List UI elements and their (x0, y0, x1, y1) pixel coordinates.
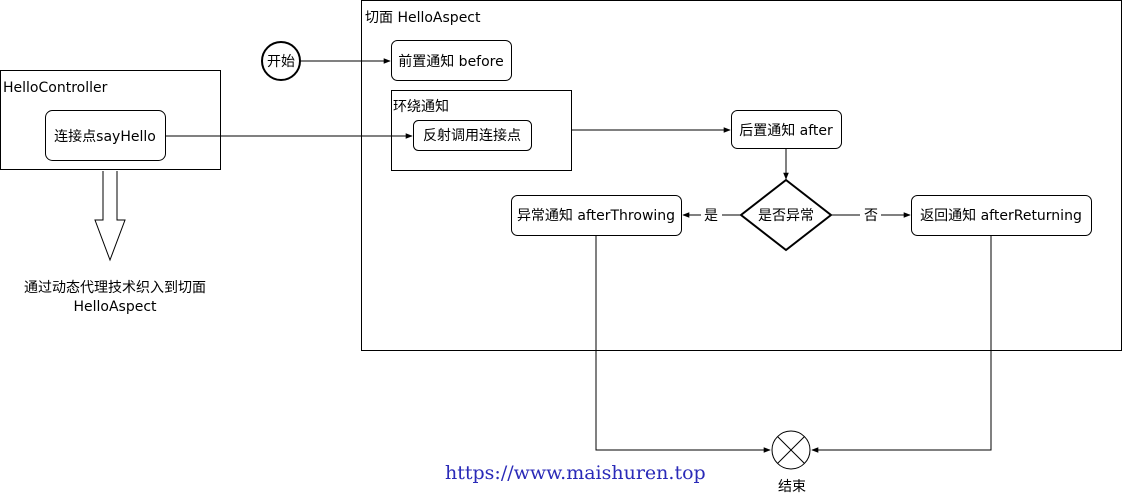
end-label: 结束 (778, 479, 806, 495)
edge-returning-to-end (811, 236, 992, 453)
yes-label: 是 (704, 208, 718, 224)
weave-note-line1: 通过动态代理技术织入到切面 (24, 280, 206, 296)
reflect-call-label: 反射调用连接点 (423, 127, 521, 144)
decision-node (739, 178, 833, 252)
end-cross-2 (777, 436, 805, 464)
after-returning-label: 返回通知 afterReturning (920, 207, 1082, 224)
watermark-url: https://www.maishuren.top (445, 462, 706, 484)
before-advice-label: 前置通知 before (398, 53, 504, 70)
weave-arrow (94, 171, 126, 262)
yes-label-bg (701, 206, 722, 224)
before-advice-node (391, 40, 512, 81)
decision-label: 是否异常 (758, 208, 814, 224)
after-advice-node (731, 110, 842, 149)
edge-throwing-to-end (595, 236, 771, 453)
controller-title: HelloController (3, 80, 108, 96)
start-label: 开始 (267, 54, 295, 70)
join-point-label: 连接点sayHello (54, 128, 156, 145)
around-advice-title: 环绕通知 (393, 98, 449, 115)
after-throwing-label: 异常通知 afterThrowing (517, 207, 675, 224)
after-advice-label: 后置通知 after (739, 122, 833, 139)
no-label: 否 (864, 208, 878, 224)
no-label-bg (860, 206, 881, 224)
reflect-call-node (413, 120, 532, 151)
aspect-title: 切面 HelloAspect (365, 10, 481, 26)
weave-note-line2: HelloAspect (73, 299, 157, 315)
after-returning-node (911, 195, 1092, 236)
join-point-node (45, 110, 166, 161)
after-throwing-node (511, 195, 682, 236)
